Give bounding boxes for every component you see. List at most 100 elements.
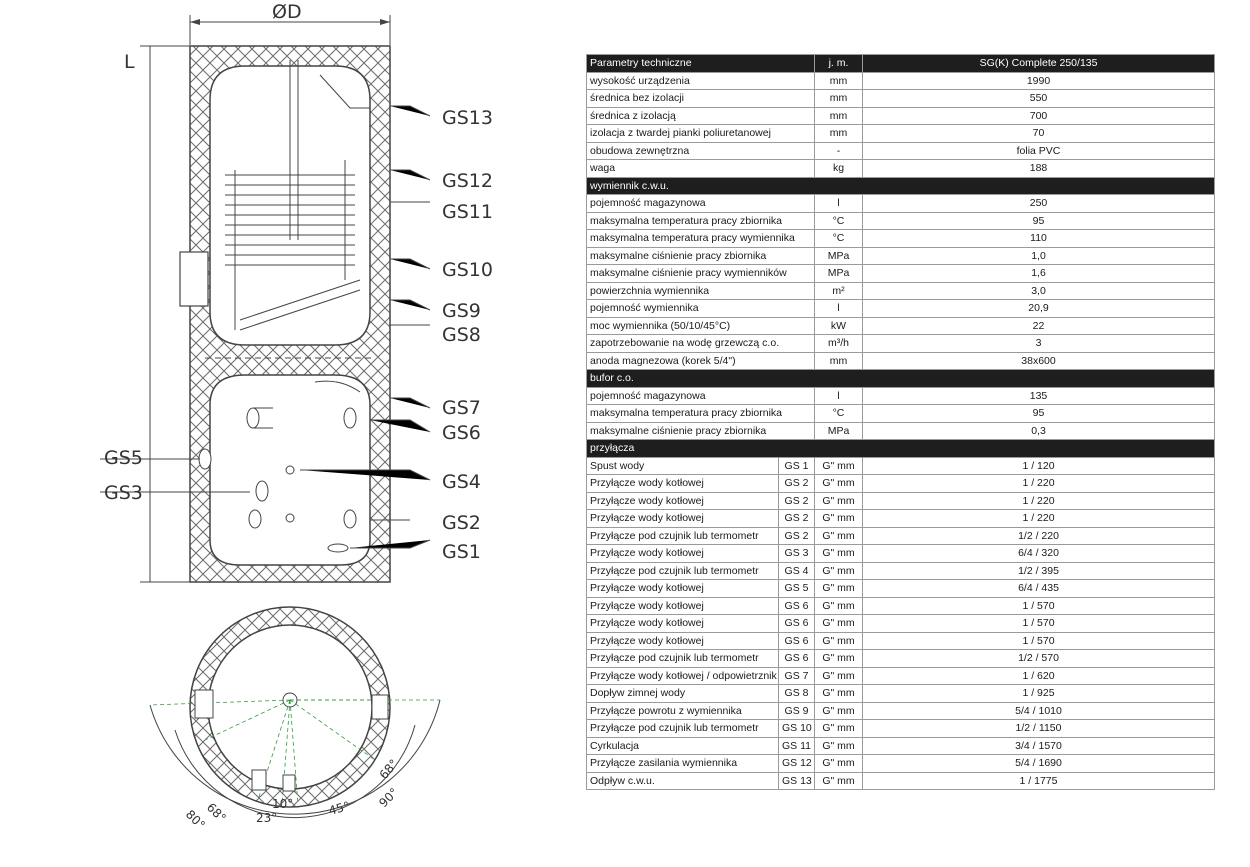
param-unit: mm	[814, 124, 864, 143]
param-unit: G" mm	[814, 544, 864, 563]
param-name: Przyłącze powrotu z wymiennika	[586, 701, 779, 720]
angle-45: 45°	[327, 799, 351, 818]
param-unit: °C	[814, 211, 864, 230]
connection-code: GS 11	[777, 736, 816, 755]
param-value: 1 / 925	[862, 684, 1216, 703]
param-unit: G" mm	[814, 736, 864, 755]
connection-code: GS 10	[777, 719, 816, 738]
param-unit: G" mm	[814, 456, 864, 475]
table-row: maksymalna temperatura pracy zbiornika°C…	[585, 404, 1216, 423]
connection-code: GS 6	[777, 649, 816, 668]
param-name: średnica z izolacją	[585, 106, 816, 125]
param-value: 1 / 220	[862, 474, 1216, 493]
param-value: 250	[862, 194, 1216, 213]
section-header-row: bufor c.o.	[585, 369, 1216, 388]
label-gs5: GS5	[104, 447, 143, 469]
param-name: maksymalne ciśnienie pracy zbiornika	[585, 421, 816, 440]
param-unit: G" mm	[814, 474, 864, 493]
param-name: Przyłącze wody kotłowej	[586, 596, 779, 615]
label-gs12: GS12	[442, 170, 493, 192]
connection-code: GS 8	[777, 684, 816, 703]
param-value: 1/2 / 220	[862, 526, 1216, 545]
param-name: anoda magnezowa (korek 5/4")	[585, 351, 816, 370]
section-header-row: przyłącza	[585, 439, 1216, 458]
param-unit: G" mm	[814, 649, 864, 668]
param-name: Przyłącze wody kotłowej	[586, 491, 779, 510]
label-gs4: GS4	[442, 471, 481, 493]
connection-code: GS 2	[777, 474, 816, 493]
param-name: Przyłącze wody kotłowej	[586, 509, 779, 528]
header-unit: j. m.	[814, 54, 864, 73]
param-value: 38x600	[862, 351, 1216, 370]
param-name: średnica bez izolacji	[585, 89, 816, 108]
connection-labels-left: GS5 GS3	[104, 447, 143, 504]
param-value: 6/4 / 435	[862, 579, 1216, 598]
param-name: powierzchnia wymiennika	[585, 281, 816, 300]
param-unit: m²	[814, 281, 864, 300]
connection-code: GS 1	[777, 456, 816, 475]
param-unit: l	[814, 386, 864, 405]
connection-code: GS 2	[777, 509, 816, 528]
param-name: maksymalna temperatura pracy zbiornika	[585, 404, 816, 423]
section-title: bufor c.o.	[585, 369, 1216, 388]
param-name: Przyłącze wody kotłowej	[586, 579, 779, 598]
tank-section	[179, 45, 391, 583]
connection-code: GS 4	[777, 561, 816, 580]
param-value: 6/4 / 320	[862, 544, 1216, 563]
label-gs13: GS13	[442, 107, 493, 129]
header-model: SG(K) Complete 250/135	[862, 54, 1216, 73]
param-unit: MPa	[814, 264, 864, 283]
label-gs10: GS10	[442, 259, 493, 281]
param-name: Przyłącze wody kotłowej	[586, 614, 779, 633]
connection-labels-right: GS13 GS12 GS11 GS10 GS9 GS8 GS7 GS6 GS4 …	[442, 107, 493, 563]
param-value: 1 / 220	[862, 491, 1216, 510]
param-value: 5/4 / 1010	[862, 701, 1216, 720]
label-gs7: GS7	[442, 397, 481, 419]
param-value: 1/2 / 570	[862, 649, 1216, 668]
param-unit: °C	[814, 404, 864, 423]
connection-leaders	[100, 105, 431, 549]
param-unit: m³/h	[814, 334, 864, 353]
param-unit: mm	[814, 71, 864, 90]
label-gs9: GS9	[442, 300, 481, 322]
param-unit: G" mm	[814, 579, 864, 598]
param-name: moc wymiennika (50/10/45°C)	[585, 316, 816, 335]
label-gs3: GS3	[104, 482, 143, 504]
param-unit: G" mm	[814, 719, 864, 738]
param-unit: G" mm	[814, 526, 864, 545]
label-gs6: GS6	[442, 422, 481, 444]
table-row: izolacja z twardej pianki poliuretanowej…	[585, 124, 1216, 143]
param-value: 3/4 / 1570	[862, 736, 1216, 755]
param-unit: G" mm	[814, 596, 864, 615]
connection-code: GS 5	[777, 579, 816, 598]
table-row: maksymalna temperatura pracy zbiornika°C…	[585, 211, 1216, 230]
param-value: 3,0	[862, 281, 1216, 300]
param-value: 22	[862, 316, 1216, 335]
param-value: 700	[862, 106, 1216, 125]
param-value: 1 / 570	[862, 596, 1216, 615]
param-name: maksymalne ciśnienie pracy zbiornika	[585, 246, 816, 265]
param-value: 1 / 1775	[862, 771, 1216, 790]
height-label: L	[124, 51, 135, 73]
param-value: 20,9	[862, 299, 1216, 318]
connection-code: GS 6	[777, 631, 816, 650]
header-param: Parametry techniczne	[585, 54, 816, 73]
param-unit: G" mm	[814, 631, 864, 650]
param-unit: G" mm	[814, 771, 864, 790]
param-name: Przyłącze wody kotłowej	[586, 631, 779, 650]
